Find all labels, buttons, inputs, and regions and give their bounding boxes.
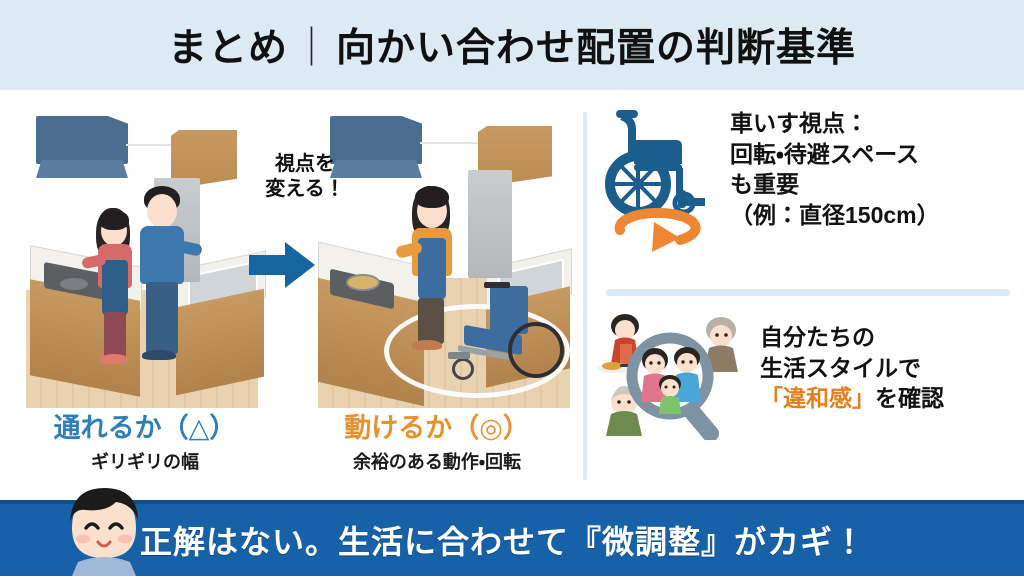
hair-woman-b	[415, 186, 449, 208]
range-hood-b	[330, 116, 422, 164]
range-hood-a	[36, 116, 128, 164]
slide-body: 視点を 変える！ 通れるか（△） ギリギリの幅 動けるか（◎） 余裕のある動作・…	[0, 90, 1024, 490]
lifestyle-line3-rest: を確認	[875, 385, 944, 412]
wheelchair-big-wheel	[508, 322, 564, 378]
change-viewpoint-note: 視点を 変える！	[250, 152, 360, 202]
title-main: 向かい合わせ配置の判断基準	[336, 27, 857, 70]
apron-woman-b	[418, 238, 446, 300]
person-woman-a	[81, 204, 142, 374]
shoe-woman-a	[100, 354, 128, 364]
lifestyle-text: 自分たちの 生活スタイルで 「違和感」を確認	[760, 322, 944, 414]
wheelchair-footplate	[448, 352, 470, 359]
shoe-man-a	[142, 350, 176, 360]
bottom-banner: 正解はない。生活に合わせて『微調整』がカギ！	[0, 488, 1024, 576]
horizontal-divider	[606, 289, 1010, 296]
person-woman-b	[394, 182, 462, 366]
lifestyle-highlight: 「違和感」	[760, 385, 875, 412]
range-hood-skirt-b	[330, 160, 422, 178]
leg-man-a	[146, 282, 178, 354]
grandma-figure	[704, 317, 738, 372]
kitchen-scene-wheelchair	[318, 108, 572, 408]
vertical-divider	[583, 112, 587, 480]
wheelchair-text-line-1: 車いす視点：	[730, 110, 868, 136]
magnifier-family-icon	[598, 308, 748, 443]
change-note-line-1: 視点を	[275, 153, 335, 175]
family-in-lens	[641, 347, 701, 414]
wheelchair-text-line-2: 回転・待避スペース	[730, 140, 920, 167]
title-prefix: まとめ	[167, 27, 288, 70]
caption-left-sub: ギリギリの幅	[91, 452, 199, 473]
ceiling-line-b	[420, 142, 482, 144]
banner-message: 正解はない。生活に合わせて『微調整』がカギ！	[140, 524, 867, 560]
right-column: 車いす視点： 回転・待避スペース も重要 （例：直径150cm）	[590, 90, 1024, 490]
ceiling-line-a	[126, 144, 174, 146]
caption-right: 動けるか（◎） 余裕のある動作・回転	[312, 412, 562, 474]
wheelchair-armrest	[484, 282, 510, 288]
fridge-b	[468, 170, 512, 278]
leg-woman-a	[104, 312, 126, 358]
wheelchair-rotation-icon	[598, 104, 716, 254]
wheelchair-illustration	[444, 282, 564, 384]
right-block-wheelchair: 車いす視点： 回転・待避スペース も重要 （例：直径150cm）	[598, 104, 940, 254]
person-man-a	[130, 184, 203, 380]
pan-a	[60, 278, 88, 290]
left-column: 視点を 変える！ 通れるか（△） ギリギリの幅 動けるか（◎） 余裕のある動作・…	[0, 90, 583, 490]
head-man-a	[147, 194, 177, 228]
shoe-woman-b	[412, 340, 442, 350]
leg-woman-b	[418, 298, 444, 344]
caption-right-sub: 余裕のある動作・回転	[352, 452, 522, 473]
range-hood-skirt-a	[36, 160, 128, 178]
apron-woman-a	[102, 260, 128, 316]
wheelchair-text: 車いす視点： 回転・待避スペース も重要 （例：直径150cm）	[730, 108, 940, 230]
lifestyle-text-line-1: 自分たちの	[760, 324, 875, 350]
smiling-boy-avatar	[48, 482, 160, 576]
hair-woman-a	[99, 210, 129, 230]
page-title: まとめ｜向かい合わせ配置の判断基準	[168, 17, 856, 73]
caption-right-main: 動けるか（◎）	[344, 413, 530, 443]
wheelchair-text-line-4: （例：直径150cm）	[730, 201, 940, 228]
lifestyle-text-line-2: 生活スタイルで	[760, 354, 921, 381]
torso-man-a	[140, 226, 184, 284]
title-separator: ｜	[291, 27, 332, 70]
wheelchair-caster	[452, 358, 474, 380]
right-block-lifestyle: 自分たちの 生活スタイルで 「違和感」を確認	[598, 308, 944, 443]
slide-header: まとめ｜向かい合わせ配置の判断基準	[0, 0, 1024, 90]
turning-radius-circle	[384, 304, 570, 398]
kitchen-scene-standing-couple	[26, 108, 266, 408]
wheelchair-text-line-3: も重要	[730, 171, 799, 198]
pan-b	[346, 274, 380, 291]
lifestyle-text-line-3: 「違和感」を確認	[760, 383, 944, 414]
right-arrow-icon	[249, 242, 315, 288]
change-note-line-2: 変える！	[265, 178, 345, 200]
caption-left: 通れるか（△） ギリギリの幅	[20, 412, 270, 474]
caption-left-main: 通れるか（△）	[53, 413, 237, 443]
